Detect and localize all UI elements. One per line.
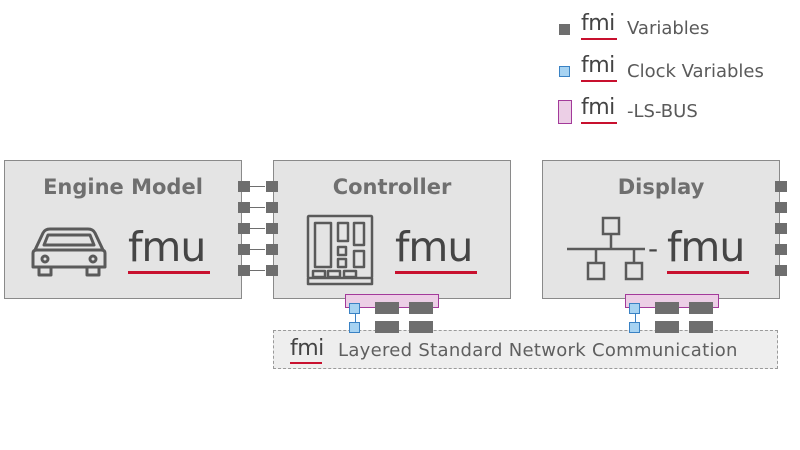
variable-port: [238, 265, 250, 276]
clock-port-marker: [559, 66, 570, 77]
circuit-board-icon: [306, 214, 374, 286]
fmu-logo-underline: [667, 271, 749, 274]
variable-port: [238, 202, 250, 213]
block-title: Display: [617, 175, 705, 199]
fmu-logo: fmu: [128, 223, 206, 271]
clock-port: [629, 322, 640, 333]
variable-port: [266, 202, 278, 213]
fmi-logo: fmi: [581, 11, 615, 36]
variable-port: [689, 321, 713, 333]
connection-wire: [250, 228, 265, 229]
block-title: Controller: [332, 175, 452, 199]
variable-port: [238, 244, 250, 255]
variable-port: [409, 321, 433, 333]
variable-port: [655, 321, 679, 333]
clock-port: [629, 303, 640, 314]
fmu-logo: fmu: [395, 223, 473, 271]
variable-port: [689, 302, 713, 314]
fmi-logo-underline: [581, 122, 617, 124]
fmu-logo-underline: [128, 271, 210, 274]
network-hierarchy-icon: [567, 216, 645, 281]
block-title: Engine Model: [43, 175, 203, 199]
fmi-logo-underline: [581, 80, 617, 82]
controller-block: Controller fmu: [273, 160, 511, 299]
variable-port: [775, 223, 787, 234]
variable-port: [775, 202, 787, 213]
fmu-logo: fmu: [667, 223, 745, 271]
legend-label: Clock Variables: [627, 61, 764, 82]
variable-port: [266, 181, 278, 192]
variable-port: [238, 181, 250, 192]
clock-port: [349, 322, 360, 333]
fmi-logo-underline: [581, 38, 617, 40]
display-block: Display - fmu: [542, 160, 780, 299]
variable-port: [238, 223, 250, 234]
connection-wire: [250, 249, 265, 250]
clock-wire: [355, 308, 356, 327]
variable-port: [775, 181, 787, 192]
fmu-logo-underline: [395, 271, 477, 274]
connection-wire: [250, 207, 265, 208]
network-communication-bar: fmi Layered Standard Network Communicati…: [273, 330, 778, 369]
connection-wire: [250, 186, 265, 187]
clock-port: [349, 303, 360, 314]
clock-wire: [635, 308, 636, 327]
variable-port: [409, 302, 433, 314]
variable-port: [655, 302, 679, 314]
variable-port: [375, 321, 399, 333]
variable-port: [375, 302, 399, 314]
separator-dash: -: [648, 232, 659, 265]
legend-label: -LS-BUS: [627, 101, 698, 122]
legend-label: Variables: [627, 18, 710, 39]
connection-wire: [250, 270, 265, 271]
fmi-logo: fmi: [581, 95, 615, 120]
variable-port: [775, 265, 787, 276]
variable-port: [266, 265, 278, 276]
fmi-logo: fmi: [290, 336, 324, 361]
variable-port-marker: [559, 24, 570, 35]
fmi-logo-underline: [290, 362, 322, 364]
variable-port: [775, 244, 787, 255]
variable-port: [266, 223, 278, 234]
network-label: Layered Standard Network Communication: [338, 340, 738, 361]
engine-model-block: Engine Model fmu: [4, 160, 242, 299]
car-icon: [31, 227, 107, 277]
variable-port: [266, 244, 278, 255]
fmi-logo: fmi: [581, 53, 615, 78]
ls-bus-marker: [558, 100, 572, 124]
